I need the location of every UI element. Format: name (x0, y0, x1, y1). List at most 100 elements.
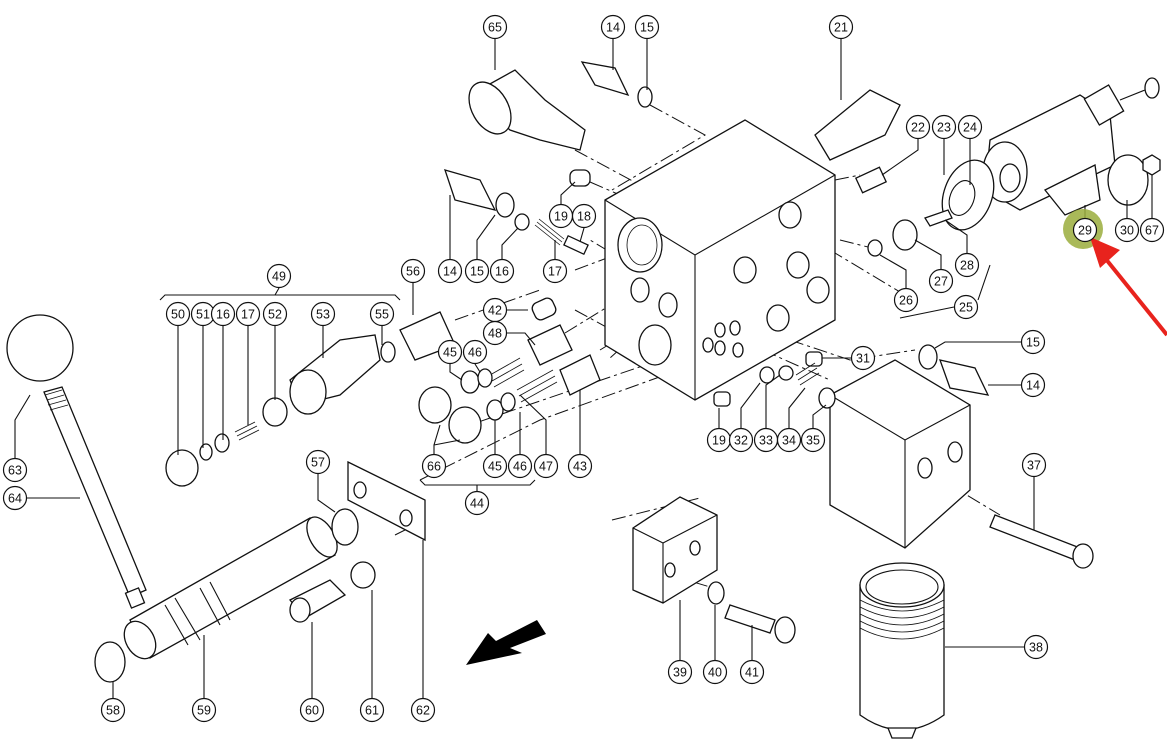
leader-line-35 (812, 404, 827, 428)
leader-line-25 (899, 264, 991, 319)
callout-43[interactable]: 43 (567, 453, 593, 479)
callout-64[interactable]: 64 (2, 485, 28, 511)
callout-53[interactable]: 53 (310, 301, 336, 327)
callout-label: 19 (712, 434, 726, 448)
callout-40[interactable]: 40 (702, 659, 728, 685)
callout-24[interactable]: 24 (957, 114, 983, 140)
callout-62[interactable]: 62 (410, 697, 436, 723)
callout-circle (954, 252, 980, 278)
callout-label: 32 (734, 434, 748, 448)
callout-14[interactable]: 14 (600, 14, 626, 40)
callout-14[interactable]: 14 (437, 258, 463, 284)
callout-16[interactable]: 16 (210, 301, 236, 327)
callout-48[interactable]: 48 (482, 320, 508, 346)
callout-14[interactable]: 14 (1020, 372, 1046, 398)
callout-circle (359, 697, 385, 723)
callout-circle (905, 114, 931, 140)
leader-line-45 (449, 364, 463, 381)
callout-61[interactable]: 61 (359, 697, 385, 723)
callout-27[interactable]: 27 (928, 268, 954, 294)
valve-block-main (604, 119, 836, 401)
spacer-block (632, 496, 718, 604)
callout-17[interactable]: 17 (542, 258, 568, 284)
callout-circle (421, 453, 447, 479)
callout-circle (739, 659, 765, 685)
callout-32[interactable]: 32 (728, 427, 754, 453)
callout-label: 48 (488, 327, 502, 341)
callout-19[interactable]: 19 (706, 427, 732, 453)
callout-35[interactable]: 35 (800, 427, 826, 453)
callout-26[interactable]: 26 (893, 287, 919, 313)
callout-label: 24 (963, 121, 977, 135)
callout-52[interactable]: 52 (262, 301, 288, 327)
callout-33[interactable]: 33 (753, 427, 779, 453)
callout-55[interactable]: 55 (369, 301, 395, 327)
callout-16[interactable]: 16 (489, 258, 515, 284)
callout-21[interactable]: 21 (828, 14, 854, 40)
callout-34[interactable]: 34 (776, 427, 802, 453)
callout-label: 14 (443, 265, 457, 279)
callout-circle (1023, 634, 1049, 660)
callout-51[interactable]: 51 (190, 301, 216, 327)
callout-28[interactable]: 28 (954, 252, 980, 278)
valve-block-lower (829, 359, 971, 549)
callout-46[interactable]: 46 (507, 453, 533, 479)
callout-63[interactable]: 63 (2, 457, 28, 483)
callout-circle (567, 453, 593, 479)
callout-46[interactable]: 46 (462, 339, 488, 365)
callout-circle (828, 14, 854, 40)
callout-label: 49 (272, 270, 286, 284)
callout-56[interactable]: 56 (400, 258, 426, 284)
callout-31[interactable]: 31 (850, 345, 876, 371)
callout-circle (235, 301, 261, 327)
callout-label: 17 (241, 308, 255, 322)
callout-66[interactable]: 66 (421, 453, 447, 479)
callout-44[interactable]: 44 (464, 490, 490, 516)
callout-label: 45 (488, 460, 502, 474)
callout-38[interactable]: 38 (1023, 634, 1049, 660)
callout-17[interactable]: 17 (235, 301, 261, 327)
callout-label: 63 (8, 464, 22, 478)
callout-60[interactable]: 60 (299, 697, 325, 723)
callout-30[interactable]: 30 (1114, 217, 1140, 243)
callout-58[interactable]: 58 (100, 697, 126, 723)
callout-37[interactable]: 37 (1021, 452, 1047, 478)
callout-22[interactable]: 22 (905, 114, 931, 140)
leader-line-27 (914, 239, 942, 269)
leader-line-32 (740, 382, 761, 428)
callout-57[interactable]: 57 (305, 449, 331, 475)
callout-67[interactable]: 67 (1139, 217, 1165, 243)
leader-line-49 (159, 287, 401, 301)
leader-line-63 (14, 394, 31, 458)
callout-15[interactable]: 15 (464, 258, 490, 284)
callout-25[interactable]: 25 (953, 294, 979, 320)
callout-18[interactable]: 18 (571, 203, 597, 229)
callout-49[interactable]: 49 (266, 263, 292, 289)
callout-circle (482, 453, 508, 479)
callout-41[interactable]: 41 (739, 659, 765, 685)
callout-circle (437, 339, 463, 365)
callout-15[interactable]: 15 (1020, 329, 1046, 355)
callout-39[interactable]: 39 (667, 659, 693, 685)
callout-42[interactable]: 42 (482, 297, 508, 323)
callout-29[interactable]: 29 (1072, 217, 1098, 243)
callout-circle (464, 490, 490, 516)
callout-23[interactable]: 23 (931, 114, 957, 140)
callout-circle (165, 301, 191, 327)
callout-label: 15 (470, 265, 484, 279)
callout-19[interactable]: 19 (548, 203, 574, 229)
callout-47[interactable]: 47 (533, 453, 559, 479)
leader-line-47 (519, 394, 547, 454)
callout-45[interactable]: 45 (437, 339, 463, 365)
callout-label: 41 (745, 666, 759, 680)
callout-59[interactable]: 59 (191, 697, 217, 723)
callout-45[interactable]: 45 (482, 453, 508, 479)
callout-circle (262, 301, 288, 327)
callout-50[interactable]: 50 (165, 301, 191, 327)
callout-circle (800, 427, 826, 453)
callout-15[interactable]: 15 (634, 14, 660, 40)
callout-65[interactable]: 65 (482, 14, 508, 40)
callout-circle (928, 268, 954, 294)
